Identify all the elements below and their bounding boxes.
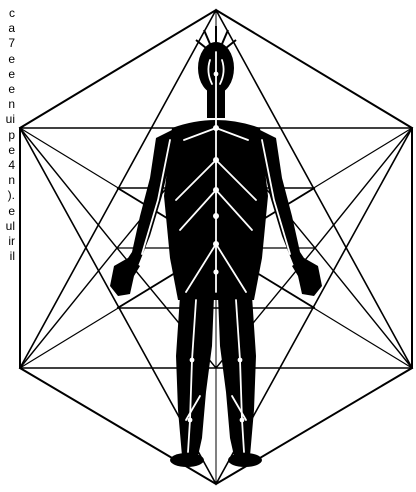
- node: [190, 358, 195, 363]
- node: [213, 125, 219, 131]
- node: [213, 187, 219, 193]
- right-foot-shape: [228, 453, 262, 467]
- left-foot-shape: [170, 453, 204, 467]
- node: [240, 418, 245, 423]
- node: [213, 269, 218, 274]
- right-rhombus-edges: [315, 128, 412, 368]
- right-hand-shape: [292, 258, 322, 296]
- node: [238, 358, 243, 363]
- left-rhombus-edges: [20, 128, 117, 368]
- node: [213, 241, 219, 247]
- node: [213, 213, 219, 219]
- node: [214, 72, 219, 77]
- left-hand-shape: [110, 258, 140, 296]
- node: [188, 418, 193, 423]
- node: [213, 157, 219, 163]
